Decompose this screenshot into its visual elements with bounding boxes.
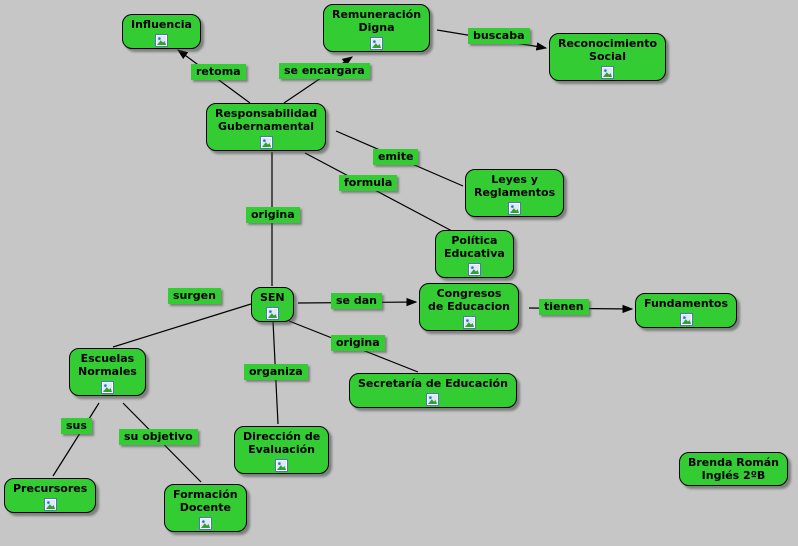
node-reconocimiento-social[interactable]: Reconocimiento Social — [549, 33, 667, 81]
link-label-se-encargara[interactable]: se encargara — [279, 63, 370, 79]
node-responsabilidad-gubernamental[interactable]: Responsabilidad Gubernamental — [206, 103, 327, 151]
edge-line-sus — [52, 402, 100, 477]
author-credit-label: Brenda Román Inglés 2ºB — [688, 456, 779, 482]
image-resource-icon[interactable] — [462, 314, 476, 329]
node-leyes-y-reglamentos[interactable]: Leyes y Reglamentos — [465, 169, 565, 217]
link-label-emite[interactable]: emite — [373, 149, 419, 165]
node-label: Congresos de Educacion — [428, 287, 511, 313]
node-sen[interactable]: SEN — [251, 287, 294, 322]
node-escuelas-normales[interactable]: Escuelas Normales — [69, 348, 146, 396]
node-label: Política Educativa — [444, 234, 505, 260]
node-precursores[interactable]: Precursores — [4, 478, 97, 513]
node-label: Fundamentos — [644, 297, 729, 310]
link-label-su-objetivo[interactable]: su objetivo — [119, 429, 198, 445]
node-label: Precursores — [13, 482, 88, 495]
node-fundamentos[interactable]: Fundamentos — [635, 293, 738, 328]
image-resource-icon[interactable] — [370, 35, 384, 50]
node-label: Dirección de Evaluación — [243, 430, 321, 456]
node-label: Influencia — [131, 18, 192, 31]
image-resource-icon[interactable] — [198, 515, 212, 530]
node-politica-educativa[interactable]: Política Educativa — [435, 230, 514, 278]
node-direccion-de-evaluacion[interactable]: Dirección de Evaluación — [234, 426, 330, 474]
node-label: SEN — [260, 291, 285, 304]
link-label-sus[interactable]: sus — [61, 418, 92, 434]
node-label: Formación Docente — [173, 488, 238, 514]
link-label-tienen[interactable]: tienen — [539, 299, 589, 315]
node-label: Secretaría de Educación — [358, 377, 508, 390]
edge-line-formula — [304, 152, 453, 232]
image-resource-icon[interactable] — [601, 64, 615, 79]
image-resource-icon[interactable] — [259, 134, 273, 149]
image-resource-icon[interactable] — [467, 261, 481, 276]
image-resource-icon[interactable] — [43, 496, 57, 511]
image-resource-icon[interactable] — [265, 305, 279, 320]
link-label-buscaba[interactable]: buscaba — [468, 28, 530, 44]
image-resource-icon[interactable] — [275, 457, 289, 472]
link-label-retoma[interactable]: retoma — [191, 64, 246, 80]
node-label: Remuneración Digna — [332, 8, 422, 34]
node-formacion-docente[interactable]: Formación Docente — [164, 484, 247, 532]
node-author-credit[interactable]: Brenda Román Inglés 2ºB — [679, 452, 788, 486]
node-influencia[interactable]: Influencia — [122, 14, 201, 49]
node-remuneracion-digna[interactable]: Remuneración Digna — [323, 4, 431, 52]
link-label-origina-sec[interactable]: origina — [331, 335, 385, 351]
image-resource-icon[interactable] — [426, 391, 440, 406]
image-resource-icon[interactable] — [100, 379, 114, 394]
node-congresos-de-educacion[interactable]: Congresos de Educacion — [419, 283, 520, 331]
node-label: Responsabilidad Gubernamental — [215, 107, 318, 133]
link-label-organiza[interactable]: organiza — [244, 364, 308, 380]
link-label-surgen[interactable]: surgen — [168, 288, 221, 304]
node-label: Leyes y Reglamentos — [474, 173, 556, 199]
edge-line-surgen — [112, 303, 252, 348]
link-label-origina-sen[interactable]: origina — [246, 207, 300, 223]
image-resource-icon[interactable] — [679, 311, 693, 326]
link-label-se-dan[interactable]: se dan — [331, 293, 382, 309]
image-resource-icon[interactable] — [154, 32, 168, 47]
image-resource-icon[interactable] — [508, 200, 522, 215]
link-label-formula[interactable]: formula — [339, 175, 398, 191]
node-label: Escuelas Normales — [78, 352, 137, 378]
node-secretaria-de-educacion[interactable]: Secretaría de Educación — [349, 373, 517, 408]
node-label: Reconocimiento Social — [558, 37, 658, 63]
